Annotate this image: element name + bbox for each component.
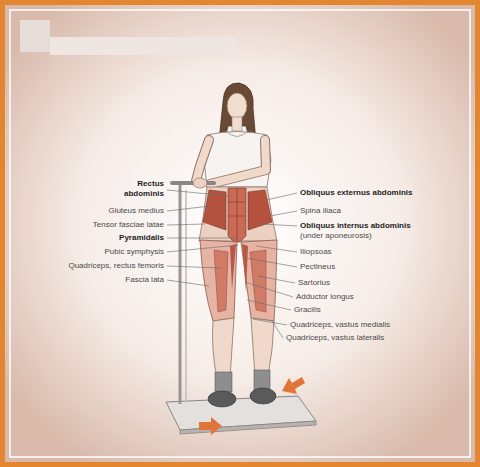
leader-line xyxy=(262,224,297,226)
inner-border xyxy=(10,10,470,457)
leader-lines xyxy=(167,190,297,338)
redacted-bar xyxy=(50,37,236,55)
muscle-label: Quadriceps, rectus femoris xyxy=(68,261,164,271)
shin xyxy=(251,318,274,376)
leader-line xyxy=(167,206,210,211)
muscle-label: Gracilis xyxy=(294,305,321,315)
leader-line xyxy=(167,238,235,239)
ground xyxy=(5,5,475,462)
thigh xyxy=(241,240,277,321)
muscle-label: Obliquus externus abdominis xyxy=(300,188,412,198)
oblique-muscle xyxy=(248,190,272,230)
leader-line xyxy=(245,282,293,297)
leader-line xyxy=(253,319,287,325)
neckline xyxy=(226,131,248,137)
leader-line xyxy=(258,276,295,283)
sock xyxy=(254,370,270,390)
direction-arrow xyxy=(282,377,305,394)
muscle-label: Pubic symphysis xyxy=(104,247,164,257)
arm xyxy=(196,140,209,181)
tendinous-line xyxy=(228,202,246,203)
leader-line xyxy=(167,190,229,196)
muscle-label: Tensor fasciae latae xyxy=(93,220,164,230)
shoe xyxy=(208,391,236,407)
tank-top xyxy=(204,132,271,188)
rectus-muscle xyxy=(228,188,246,242)
leader-line xyxy=(167,245,238,252)
stand-pole xyxy=(179,182,182,404)
neck xyxy=(232,117,242,131)
abdomen xyxy=(199,187,277,241)
stand-pole xyxy=(185,190,187,402)
leader-line xyxy=(266,193,297,200)
shoe xyxy=(250,388,276,404)
muscle-label: Obliquus internus abdominis xyxy=(300,221,411,231)
arm-outline xyxy=(196,140,209,181)
oblique-muscle xyxy=(203,190,226,230)
linea-alba xyxy=(237,188,238,241)
sock xyxy=(215,372,232,392)
leader-line xyxy=(167,280,209,286)
leader-line xyxy=(246,258,297,267)
leader-line xyxy=(167,224,205,225)
muscle-label: Iliopsoas xyxy=(300,247,332,257)
arm xyxy=(210,140,266,184)
shin xyxy=(213,318,235,378)
thigh-muscle xyxy=(214,250,228,312)
muscle-label: Sartorius xyxy=(298,278,330,288)
adductor-muscle xyxy=(242,244,248,292)
leader-line xyxy=(270,211,297,216)
muscle-label: Spina iliaca xyxy=(300,206,341,216)
muscle-label: Quadriceps, vastus lateralis xyxy=(286,333,384,343)
leader-line xyxy=(247,300,291,310)
hands xyxy=(193,178,207,188)
muscle-label: Pyramidalis xyxy=(119,233,164,243)
muscle-label: Gluteus medius xyxy=(108,206,164,216)
muscle-label: (under aponeurosis) xyxy=(300,231,372,241)
tendinous-line xyxy=(228,216,246,217)
redacted-box xyxy=(20,20,50,52)
muscle-label: Pectineus xyxy=(300,262,335,272)
leader-line xyxy=(272,321,283,338)
head xyxy=(227,93,247,119)
adductor-muscle xyxy=(230,244,236,290)
muscle-label: Rectus abdominis xyxy=(112,179,164,199)
muscle-label: Quadriceps, vastus medialis xyxy=(290,320,390,330)
muscle-label: Fascia lata xyxy=(125,275,164,285)
direction-arrow xyxy=(199,417,222,435)
leader-line xyxy=(167,266,221,268)
thigh xyxy=(200,240,237,321)
leader-line xyxy=(256,246,297,252)
arm-outline xyxy=(210,140,266,184)
muscle-label: Adductor longus xyxy=(296,292,354,302)
